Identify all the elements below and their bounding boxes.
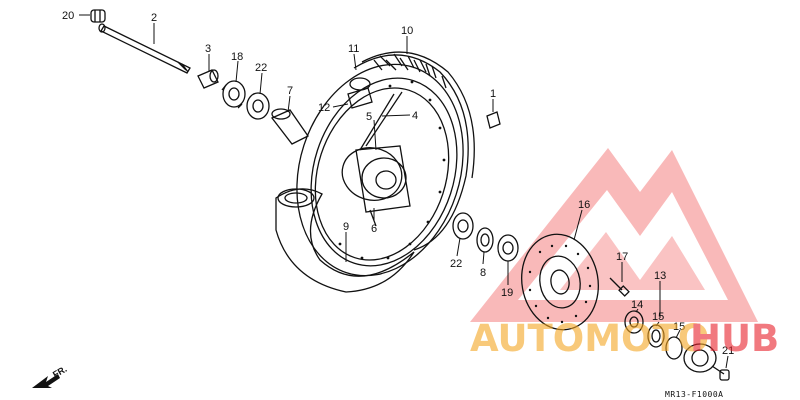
callout-21: 21 <box>722 345 734 357</box>
callout-14: 14 <box>631 299 643 311</box>
dust-seal-left <box>246 92 270 120</box>
spacer-collar <box>197 69 219 89</box>
callout-20: 20 <box>62 10 74 22</box>
axle-nut <box>90 9 106 23</box>
callout-9: 9 <box>343 221 349 233</box>
bearing-right <box>452 212 474 240</box>
screw <box>719 369 730 381</box>
valve-cap <box>486 111 501 129</box>
callout-19: 19 <box>501 287 513 299</box>
wheel-hub <box>341 145 411 213</box>
axle <box>98 23 191 74</box>
oil-seal-a <box>647 324 665 348</box>
bearing-left <box>221 80 246 109</box>
brake-disc <box>521 233 599 331</box>
callout-3: 3 <box>205 43 211 55</box>
callout-8: 8 <box>480 267 486 279</box>
watermark-text: AUTOMOTO HUB <box>470 317 779 360</box>
callout-15-b: 15 <box>673 321 685 333</box>
callouts: 20 2 3 18 22 7 11 10 12 5 4 6 9 1 22 8 1… <box>62 10 734 357</box>
wheel-rim <box>296 63 464 277</box>
oil-seal-b <box>665 336 683 360</box>
disc-bolt <box>609 277 630 297</box>
callout-22-right: 22 <box>450 258 462 270</box>
figure-code: MR13-F1000A <box>665 390 723 399</box>
inner-tube <box>275 188 415 293</box>
callout-22-left: 22 <box>255 62 267 74</box>
callout-16: 16 <box>578 199 590 211</box>
callout-18: 18 <box>231 51 243 63</box>
bearing-outer <box>497 234 519 262</box>
callout-13: 13 <box>654 270 666 282</box>
callout-11: 11 <box>348 43 359 55</box>
callout-1: 1 <box>490 88 496 100</box>
tyre <box>353 51 475 251</box>
callout-2: 2 <box>151 12 157 24</box>
watermark-text-automoto: AUTOMOTO <box>470 317 709 360</box>
valve <box>347 77 373 109</box>
callout-7: 7 <box>287 85 293 97</box>
watermark-logo <box>470 148 758 322</box>
callout-15-a: 15 <box>652 311 664 323</box>
dust-seal-right <box>476 227 494 253</box>
direction-label: FR. <box>51 364 69 380</box>
speedometer-retainer <box>624 310 644 334</box>
speedometer-gearbox <box>683 343 725 375</box>
spokes <box>359 91 403 227</box>
front-direction-arrow <box>32 374 60 388</box>
distance-collar <box>270 108 309 145</box>
leader-lines <box>79 14 729 369</box>
watermark-text-hub: HUB <box>690 317 779 360</box>
callout-10: 10 <box>401 25 413 37</box>
callout-5: 5 <box>366 111 372 123</box>
callout-17: 17 <box>616 251 628 263</box>
callout-12: 12 <box>318 102 330 114</box>
callout-4: 4 <box>412 110 418 122</box>
callout-6: 6 <box>371 223 377 235</box>
